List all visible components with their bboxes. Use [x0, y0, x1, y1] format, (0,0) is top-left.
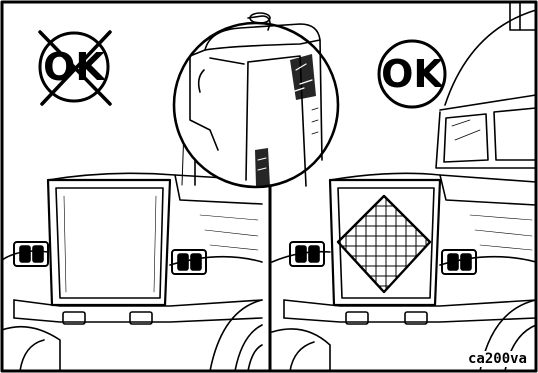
cross-line-2 — [40, 30, 112, 106]
ok-badge: OK — [377, 39, 447, 109]
radiator-detail-inset — [172, 12, 340, 189]
figure-code-label: ca200va — [464, 351, 530, 367]
right-truck — [271, 1, 537, 372]
not-ok-badge: OK — [38, 30, 112, 106]
diamond-grille-screen — [336, 194, 432, 294]
left-truck — [1, 99, 263, 372]
ok-badge-text: OK — [381, 52, 444, 96]
